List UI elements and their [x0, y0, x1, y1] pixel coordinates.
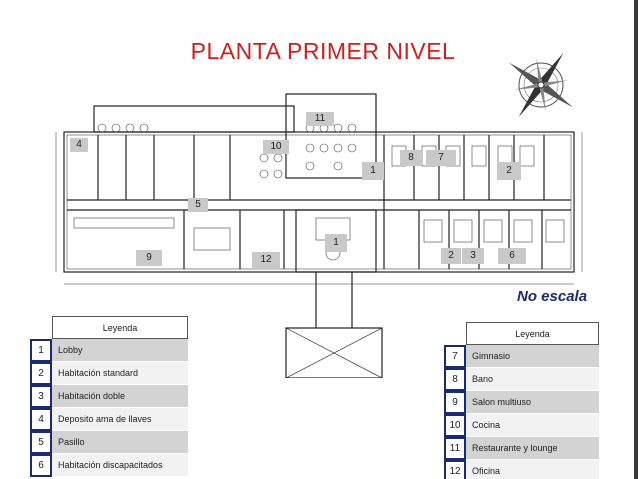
legend-label: Gimnasio [466, 345, 599, 368]
legend-right-row: 7 Gimnasio [444, 345, 599, 368]
legend-left-row: 6 Habitación discapacitados [30, 454, 188, 477]
room-tag-5: 5 [188, 198, 208, 212]
room-tag-11: 11 [306, 112, 334, 126]
legend-label: Deposito ama de llaves [52, 408, 188, 431]
legend-number: 11 [444, 437, 466, 460]
legend-label: Bano [466, 368, 599, 391]
legend-right-row: 11 Restaurante y lounge [444, 437, 599, 460]
legend-label: Restaurante y lounge [466, 437, 599, 460]
legend-number: 4 [30, 408, 52, 431]
floor-plan: 4 11 10 1 8 7 2 5 1 9 12 2 3 6 [54, 88, 590, 379]
room-tag-2-upper: 2 [497, 162, 521, 180]
slide-edge-bar [634, 0, 638, 479]
room-tag-9: 9 [136, 250, 162, 266]
legend-label: Habitación doble [52, 385, 188, 408]
legend-number: 7 [444, 345, 466, 368]
legend-number: 1 [30, 339, 52, 362]
room-tag-10: 10 [263, 140, 289, 154]
legend-right-row: 12 Oficina [444, 460, 599, 479]
legend-label: Pasillo [52, 431, 188, 454]
legend-number: 12 [444, 460, 466, 479]
legend-number: 6 [30, 454, 52, 477]
legend-number: 9 [444, 391, 466, 414]
legend-left-heading: Leyenda [52, 316, 188, 339]
legend-label: Lobby [52, 339, 188, 362]
legend-number: 10 [444, 414, 466, 437]
room-tag-7: 7 [426, 150, 456, 166]
page-title: PLANTA PRIMER NIVEL [190, 38, 456, 64]
legend-number: 2 [30, 362, 52, 385]
legend-number: 5 [30, 431, 52, 454]
legend-left-row: 3 Habitación doble [30, 385, 188, 408]
floor-plan-drawing [55, 93, 583, 379]
room-tag-8: 8 [400, 150, 422, 166]
room-tag-3: 3 [462, 248, 484, 264]
legend-label: Habitación standard [52, 362, 188, 385]
room-tag-4: 4 [70, 138, 88, 152]
legend-right-row: 8 Bano [444, 368, 599, 391]
legend-left: Leyenda 1 Lobby 2 Habitación standard 3 … [30, 316, 188, 477]
room-tag-1-lobby: 1 [325, 234, 347, 252]
legend-label: Cocina [466, 414, 599, 437]
legend-label: Oficina [466, 460, 599, 479]
legend-left-row: 4 Deposito ama de llaves [30, 408, 188, 431]
compass-rose-icon [509, 53, 573, 117]
legend-right-row: 10 Cocina [444, 414, 599, 437]
legend-left-row: 2 Habitación standard [30, 362, 188, 385]
legend-right-row: 9 Salon multiuso [444, 391, 599, 414]
room-tag-6: 6 [498, 248, 526, 264]
legend-left-row: 1 Lobby [30, 339, 188, 362]
legend-left-row: 5 Pasillo [30, 431, 188, 454]
legend-number: 3 [30, 385, 52, 408]
room-tag-2-lower: 2 [441, 248, 461, 264]
scale-note: No escala [517, 288, 588, 305]
legend-label: Habitación discapacitados [52, 454, 188, 477]
room-tag-12: 12 [252, 252, 280, 268]
legend-right: Leyenda 7 Gimnasio 8 Bano 9 Salon multiu… [444, 322, 599, 479]
legend-label: Salon multiuso [466, 391, 599, 414]
legend-number: 8 [444, 368, 466, 391]
legend-right-heading: Leyenda [466, 322, 599, 345]
room-tag-1-upper: 1 [362, 162, 384, 180]
